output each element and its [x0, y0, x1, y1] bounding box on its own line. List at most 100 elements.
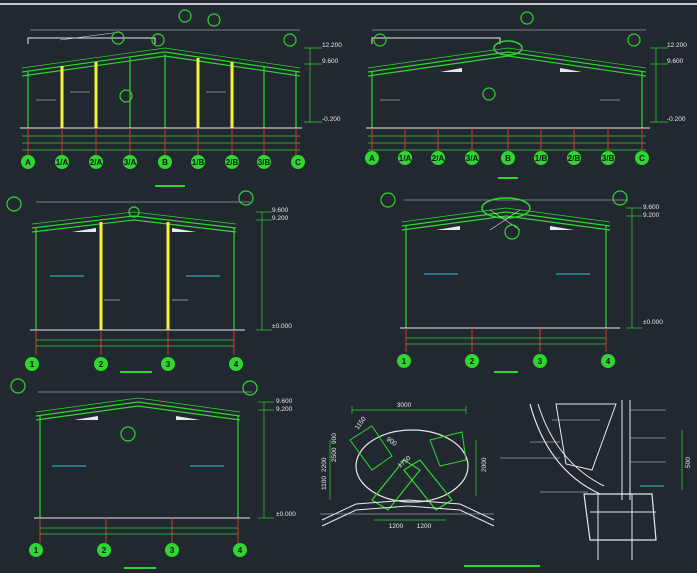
axis-bubble-icon[interactable]	[55, 155, 69, 169]
dimension-label: 2000	[481, 457, 488, 472]
section-callout-icon[interactable]	[373, 33, 387, 47]
axis-row-top-right: A 1/A 2/A 3/A B 1/B 2/B 3/B C	[365, 151, 649, 165]
axis-label: 2	[102, 546, 107, 555]
section-callout-icon[interactable]	[482, 87, 496, 101]
axis-label: 2/A	[432, 154, 445, 163]
axis-bubble-icon[interactable]	[291, 155, 305, 169]
elevation-label: -0.200	[322, 116, 341, 123]
frame-panel-4: 9.600 9.200 ±0.000	[380, 190, 663, 373]
elevation-label: ±0.000	[276, 511, 296, 518]
section-callout-icon[interactable]	[380, 192, 396, 208]
axis-bubble-icon[interactable]	[225, 155, 239, 169]
axis-bubble-icon[interactable]	[229, 357, 243, 371]
axis-bubble-icon[interactable]	[397, 354, 411, 368]
dimension-label: 3000	[397, 402, 412, 409]
section-callout-icon[interactable]	[10, 378, 26, 394]
axis-bubble-icon[interactable]	[567, 151, 581, 165]
axis-bubble-icon[interactable]	[601, 151, 615, 165]
elevation-panel-2: 12.200 9.600 -0.200	[366, 11, 687, 179]
axis-bubble-icon[interactable]	[158, 155, 172, 169]
axis-bubble-icon[interactable]	[89, 155, 103, 169]
section-callout-icon[interactable]	[151, 33, 165, 47]
section-callout-icon[interactable]	[520, 11, 534, 25]
elevation-label: 9.200	[272, 215, 289, 222]
axis-label: 2/B	[568, 154, 581, 163]
node-detail-panel: 3000 1200 1200 2000 1100 2200 2500 900 1…	[320, 402, 540, 567]
section-callout-icon[interactable]	[128, 206, 140, 218]
elevation-label: 12.200	[322, 42, 342, 49]
elevation-label: 12.200	[667, 42, 687, 49]
axis-bubble-icon[interactable]	[365, 151, 379, 165]
elevation-label: ±0.000	[643, 319, 663, 326]
axis-bubble-icon[interactable]	[465, 354, 479, 368]
axis-bubble-icon[interactable]	[635, 151, 649, 165]
dimension-label: 1200	[389, 523, 404, 530]
section-callout-icon[interactable]	[627, 33, 641, 47]
axis-label: 3	[170, 546, 175, 555]
axis-bubble-icon[interactable]	[465, 151, 479, 165]
elevation-label: 9.200	[276, 406, 293, 413]
frame-panel-3: 9.600 9.200 ±0.000	[6, 190, 292, 373]
axis-bubble-icon[interactable]	[97, 543, 111, 557]
axis-label: 1	[30, 360, 35, 369]
axis-bubble-icon[interactable]	[534, 151, 548, 165]
elevation-label: 9.600	[667, 58, 684, 65]
axis-bubble-icon[interactable]	[25, 357, 39, 371]
axis-label: 4	[238, 546, 243, 555]
axis-row-frame-3: 1 2 3 4	[25, 357, 243, 371]
axis-label: C	[295, 158, 301, 167]
section-callout-icon[interactable]	[242, 380, 258, 396]
elevation-label: 9.600	[272, 207, 289, 214]
elevation-panel-1: 12.200 9.600 -0.200	[20, 9, 342, 187]
axis-label: 3/B	[602, 154, 615, 163]
axis-bubble-icon[interactable]	[161, 357, 175, 371]
axis-bubble-icon[interactable]	[233, 543, 247, 557]
axis-label: 3/B	[258, 158, 271, 167]
axis-bubble-icon[interactable]	[21, 155, 35, 169]
axis-label: 2/A	[90, 158, 103, 167]
axis-label: 4	[606, 357, 611, 366]
elevation-label: 9.600	[322, 58, 339, 65]
axis-bubble-icon[interactable]	[29, 543, 43, 557]
axis-label: 1/B	[535, 154, 548, 163]
dimension-label: 1150	[354, 415, 368, 431]
section-callout-icon[interactable]	[283, 33, 297, 47]
section-callout-icon[interactable]	[178, 9, 192, 23]
axis-bubble-icon[interactable]	[191, 155, 205, 169]
section-callout-icon[interactable]	[120, 426, 136, 442]
axis-bubble-icon[interactable]	[501, 151, 515, 165]
axis-label: B	[505, 154, 511, 163]
dimension-label: 1750	[397, 455, 413, 470]
axis-bubble-icon[interactable]	[123, 155, 137, 169]
dimension-label: 1200	[417, 523, 432, 530]
section-detail-panel: 500	[500, 400, 692, 560]
axis-bubble-icon[interactable]	[165, 543, 179, 557]
axis-bubble-icon[interactable]	[94, 357, 108, 371]
axis-row-top-left: A 1/A 2/A 3/A B 1/B 2/B 3/B C	[21, 155, 305, 169]
axis-bubble-icon[interactable]	[601, 354, 615, 368]
section-callout-icon[interactable]	[111, 31, 125, 45]
section-callout-icon[interactable]	[504, 224, 520, 240]
section-callout-icon[interactable]	[207, 13, 221, 27]
section-callout-icon[interactable]	[612, 190, 628, 206]
axis-label: 1	[402, 357, 407, 366]
axis-bubble-icon[interactable]	[398, 151, 412, 165]
axis-label: 3/A	[466, 154, 479, 163]
axis-row-frame-5: 1 2 3 4	[29, 543, 247, 557]
section-callout-icon[interactable]	[238, 190, 254, 206]
frame-panel-5: 9.600 9.200 ±0.000	[10, 378, 296, 569]
section-callout-icon[interactable]	[6, 196, 22, 212]
section-callout-icon[interactable]	[119, 89, 133, 103]
elevation-label: 9.600	[643, 204, 660, 211]
axis-label: 3/A	[124, 158, 137, 167]
axis-label: 4	[234, 360, 239, 369]
axis-label: C	[639, 154, 645, 163]
dimension-label: 500	[685, 457, 692, 468]
axis-bubble-icon[interactable]	[533, 354, 547, 368]
dimension-label: 2500	[331, 447, 338, 462]
axis-bubble-icon[interactable]	[431, 151, 445, 165]
axis-bubble-icon[interactable]	[257, 155, 271, 169]
elevation-label: -0.200	[667, 116, 686, 123]
axis-label: B	[162, 158, 168, 167]
axis-label: 1/A	[399, 154, 412, 163]
